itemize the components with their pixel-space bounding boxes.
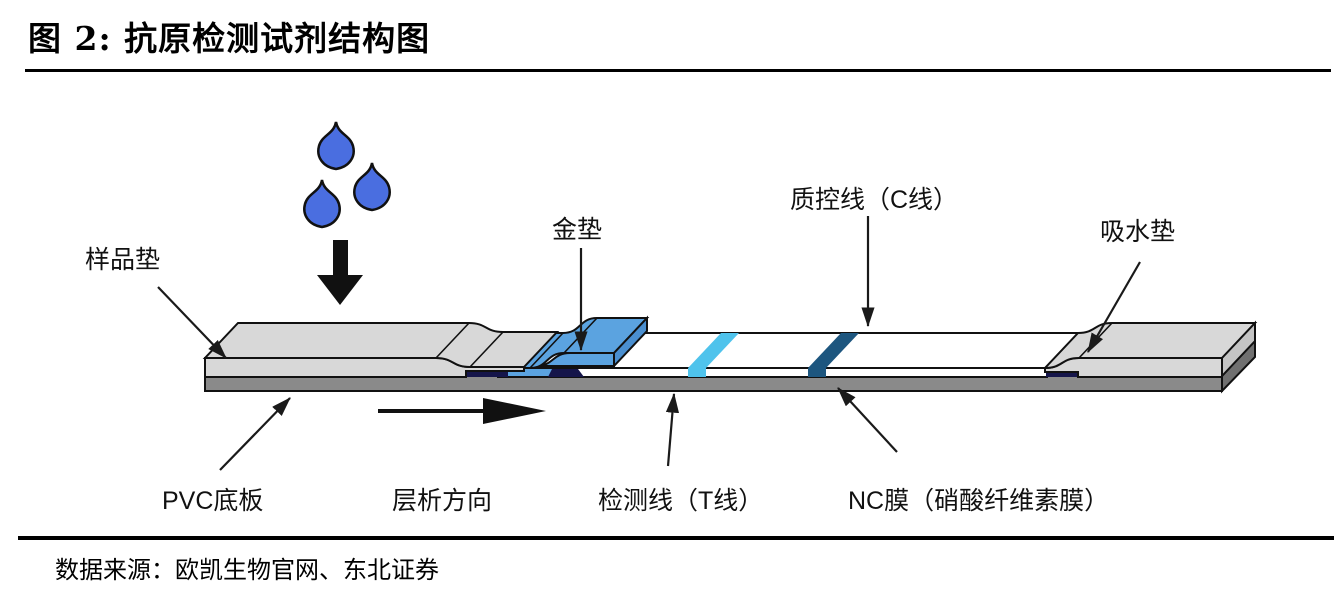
shadow-under-absorbent-pad [1046,372,1078,377]
sample-pad-step-edges [435,322,504,368]
nc-membrane-label: NC膜（硝酸纤维素膜） [848,487,1109,515]
flow-direction-arrow-icon [378,398,546,424]
test-line-shape [688,333,739,377]
arrow-pvc-backing [219,397,291,471]
drop-arrow-shaft [333,240,348,277]
test-line-label: 检测线（T线） [598,487,763,515]
droplet-icon [303,179,341,229]
drop-arrow-head [317,275,363,305]
sample-pad-label: 样品垫 [85,246,160,274]
arrow-sample-pad [157,286,227,359]
title-underline [25,69,1331,72]
test-line-front [688,368,706,377]
data-source: 数据来源：欧凯生物官网、东北证券 [55,556,439,584]
source-divider [18,536,1334,540]
pvc-backing-label: PVC底板 [162,487,263,515]
absorbent-pad-label: 吸水垫 [1100,218,1175,246]
absorbent-pad-side [1221,320,1256,379]
pvc-base-front [204,375,1223,392]
control-line-top [808,333,859,368]
shadow-under-sample-pad [466,371,508,377]
sample-pad-shape [202,322,560,378]
drop-arrow-icon [317,240,363,305]
test-line-top [688,333,739,368]
flow-arrow-head [483,398,546,424]
absorbent-pad-shape [1042,320,1258,379]
droplet-icon [317,121,355,171]
arrow-nc-membrane [837,387,898,453]
arrow-test-line [665,392,680,467]
sample-droplets-icon [303,121,391,229]
shadow-under-gold-pad [548,369,584,377]
control-line-label: 质控线（C线） [790,186,958,214]
arrow-absorbent-pad [1087,261,1141,353]
flow-direction-label: 层析方向 [392,487,492,515]
nc-membrane-front [547,367,1048,378]
control-line-front [808,368,826,377]
gold-pad-side [613,315,648,369]
control-line-shape [808,333,859,377]
figure-title: 图 2: 抗原检测试剂结构图 [28,19,431,58]
sample-pad-top [202,322,560,368]
droplet-icon [353,162,391,212]
gold-pad-label: 金垫 [552,216,602,244]
